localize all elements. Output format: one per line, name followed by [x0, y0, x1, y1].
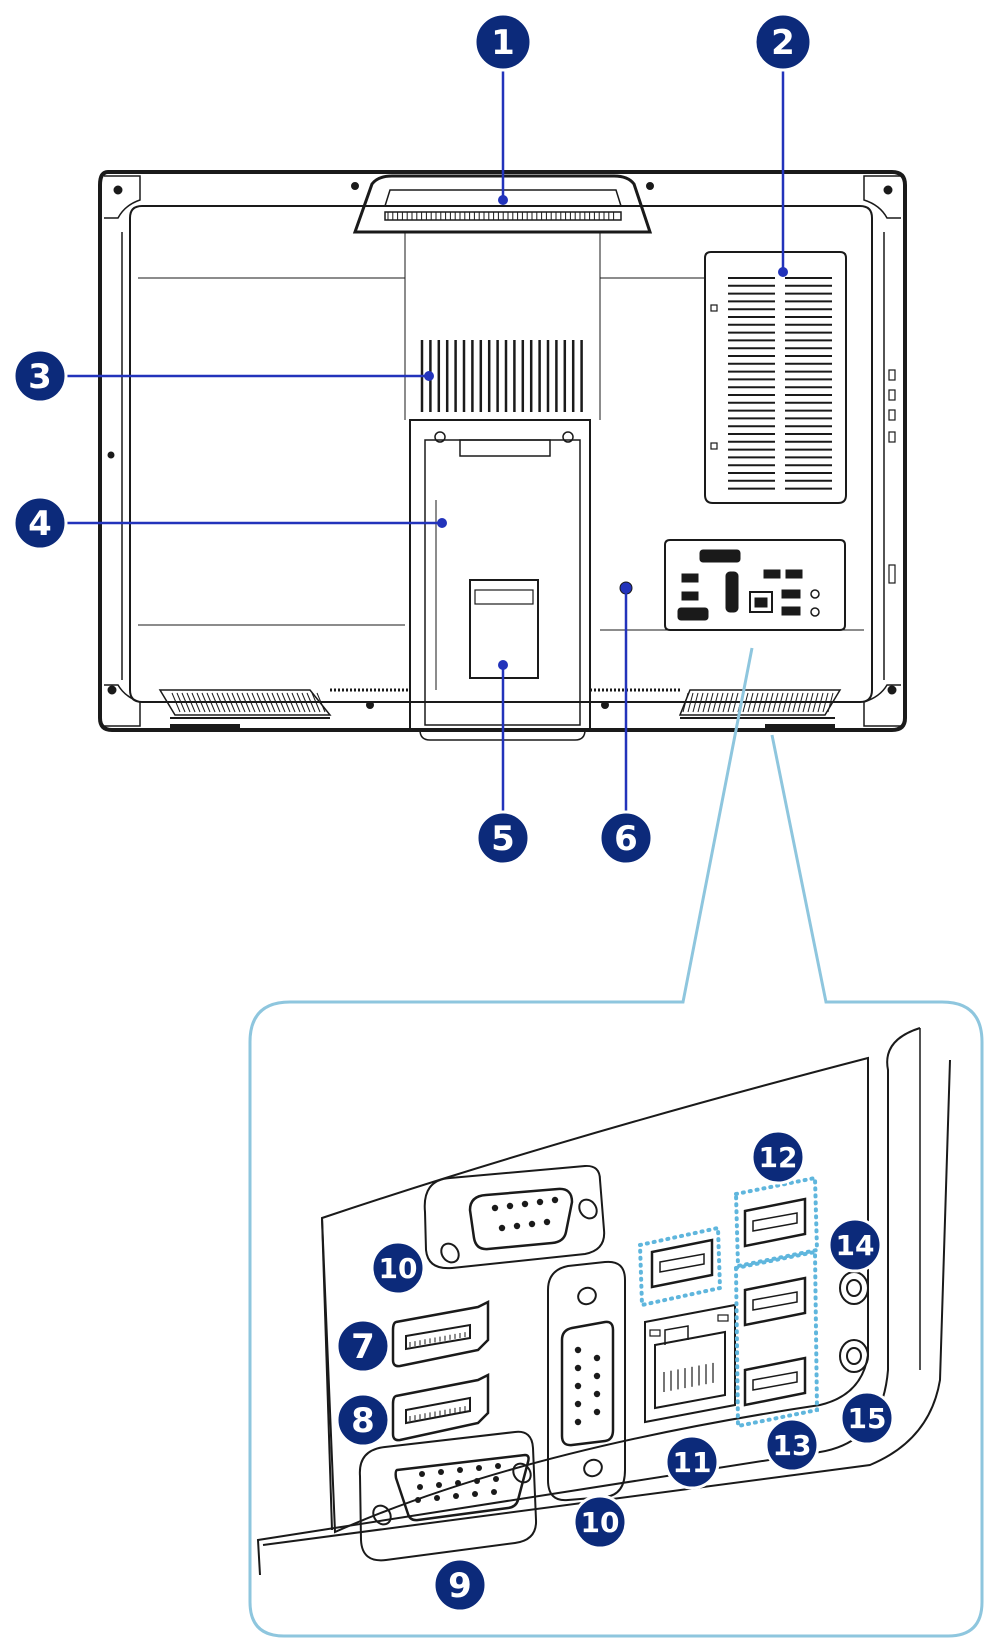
callout-15: 15: [839, 1390, 895, 1446]
speaker-grilles: [158, 688, 842, 732]
leader-lines: [60, 60, 788, 818]
callout-3: 3: [12, 348, 68, 404]
screw-icon: [577, 1286, 597, 1306]
screw-icon: [372, 1504, 392, 1526]
side-vent: [704, 251, 847, 504]
kensington-lock: [619, 581, 633, 595]
callout-label: 11: [673, 1446, 712, 1479]
screw-icon: [512, 1462, 532, 1484]
zoom-frame: [248, 647, 984, 1638]
callout-label: 9: [448, 1566, 472, 1606]
screw-icon: [583, 1458, 603, 1478]
callout-5: 5: [475, 810, 531, 866]
callout-label: 12: [759, 1141, 798, 1174]
callout-12: 12: [750, 1129, 806, 1185]
callout-10a: 10: [370, 1240, 426, 1296]
callout-label: 5: [491, 819, 515, 859]
screw-icon: [440, 1198, 598, 1264]
callout-label: 3: [28, 357, 52, 397]
callout-7: 7: [335, 1318, 391, 1374]
callout-13: 13: [764, 1417, 820, 1473]
callout-label: 10: [581, 1506, 620, 1539]
callout-6: 6: [598, 810, 654, 866]
callout-11: 11: [664, 1434, 720, 1490]
callout-2: 2: [753, 12, 813, 72]
callout-14: 14: [827, 1217, 883, 1273]
lan-port: [644, 1303, 736, 1424]
callout-4: 4: [12, 495, 68, 551]
callout-label: 15: [848, 1402, 887, 1435]
callout-1: 1: [473, 12, 533, 72]
vga-port: [358, 1430, 538, 1562]
usb-ports: [650, 1197, 807, 1407]
callout-label: 1: [491, 23, 515, 63]
io-panel-small: [664, 539, 846, 631]
callout-label: 6: [614, 819, 638, 859]
callout-8: 8: [335, 1392, 391, 1448]
callout-10b: 10: [572, 1494, 628, 1550]
callout-label: 7: [351, 1327, 375, 1367]
monitor-back: [98, 170, 907, 732]
callout-9: 9: [432, 1557, 488, 1613]
callout-label: 13: [773, 1429, 812, 1462]
audio-jacks: [839, 1271, 869, 1373]
callout-label: 2: [771, 23, 795, 63]
serial-port-top: [423, 1164, 606, 1270]
hdmi-ports: [391, 1299, 490, 1442]
callout-label: 14: [836, 1229, 875, 1262]
callout-label: 10: [379, 1252, 418, 1285]
callout-label: 8: [351, 1401, 375, 1441]
callout-label: 4: [28, 504, 52, 544]
top-vent: [420, 340, 583, 412]
serial-port-vertical: [547, 1260, 626, 1502]
usb-highlight-dots: [637, 1175, 820, 1429]
stand: [409, 419, 591, 741]
